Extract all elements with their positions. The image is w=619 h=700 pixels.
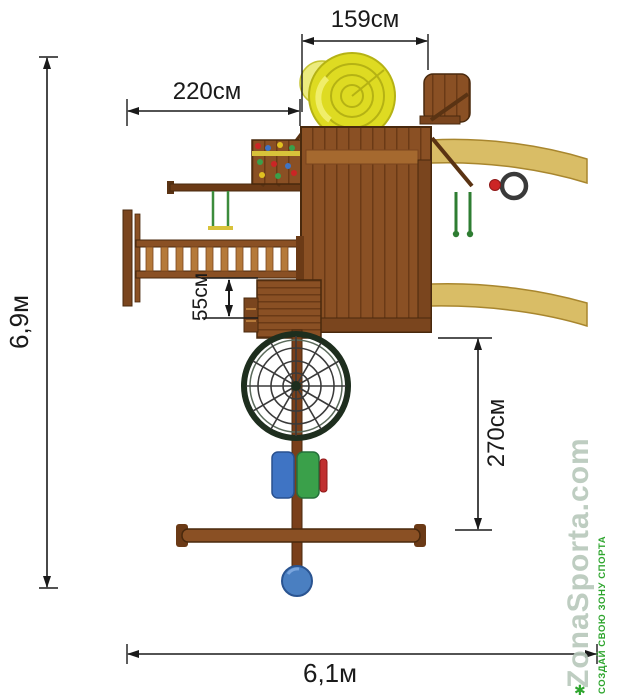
tire-swing-icon — [489, 171, 529, 201]
playground-structure — [122, 52, 588, 597]
swing-ropes — [452, 192, 474, 238]
watermark-site-text: ZonaSporta.com — [562, 437, 595, 688]
watermark: ZonaSporta.com СОЗДАЙ СВОЮ ЗОНУ СПОРТА ✱ — [562, 437, 608, 698]
label-total-width: 6,1м — [303, 658, 357, 688]
spiral-slide-icon — [299, 52, 396, 140]
ground-beam — [176, 524, 426, 547]
dim-total-height — [39, 56, 58, 589]
dim-total-width — [126, 644, 598, 664]
barrel-module — [419, 73, 471, 125]
label-right-height: 270см — [483, 399, 510, 468]
climbing-panel — [251, 139, 305, 185]
watermark-star-icon: ✱ — [574, 682, 586, 698]
dim-upper-width — [126, 99, 301, 126]
label-upper-width: 220см — [173, 78, 242, 105]
dimension-annotations — [39, 34, 598, 664]
disc-swing-icon — [281, 565, 313, 597]
label-total-height: 6,9м — [4, 295, 34, 349]
dim-step-height — [202, 277, 258, 319]
ladder-bridge — [122, 209, 304, 307]
dim-right-height — [438, 337, 492, 531]
dimension-labels: 159см 220см 6,9м 55см 270см 6,1м — [4, 6, 510, 688]
swing-beam-lower — [430, 282, 588, 328]
spider-web-net — [241, 331, 351, 441]
dim-top-width — [301, 34, 429, 112]
lower-platform — [243, 279, 322, 339]
swing-seats — [271, 451, 328, 499]
main-platform — [300, 126, 432, 333]
watermark-slogan-text: СОЗДАЙ СВОЮ ЗОНУ СПОРТА — [596, 536, 608, 694]
label-top-width: 159см — [331, 6, 400, 33]
swing-beam-upper — [430, 138, 588, 185]
label-step-height: 55см — [189, 273, 212, 321]
